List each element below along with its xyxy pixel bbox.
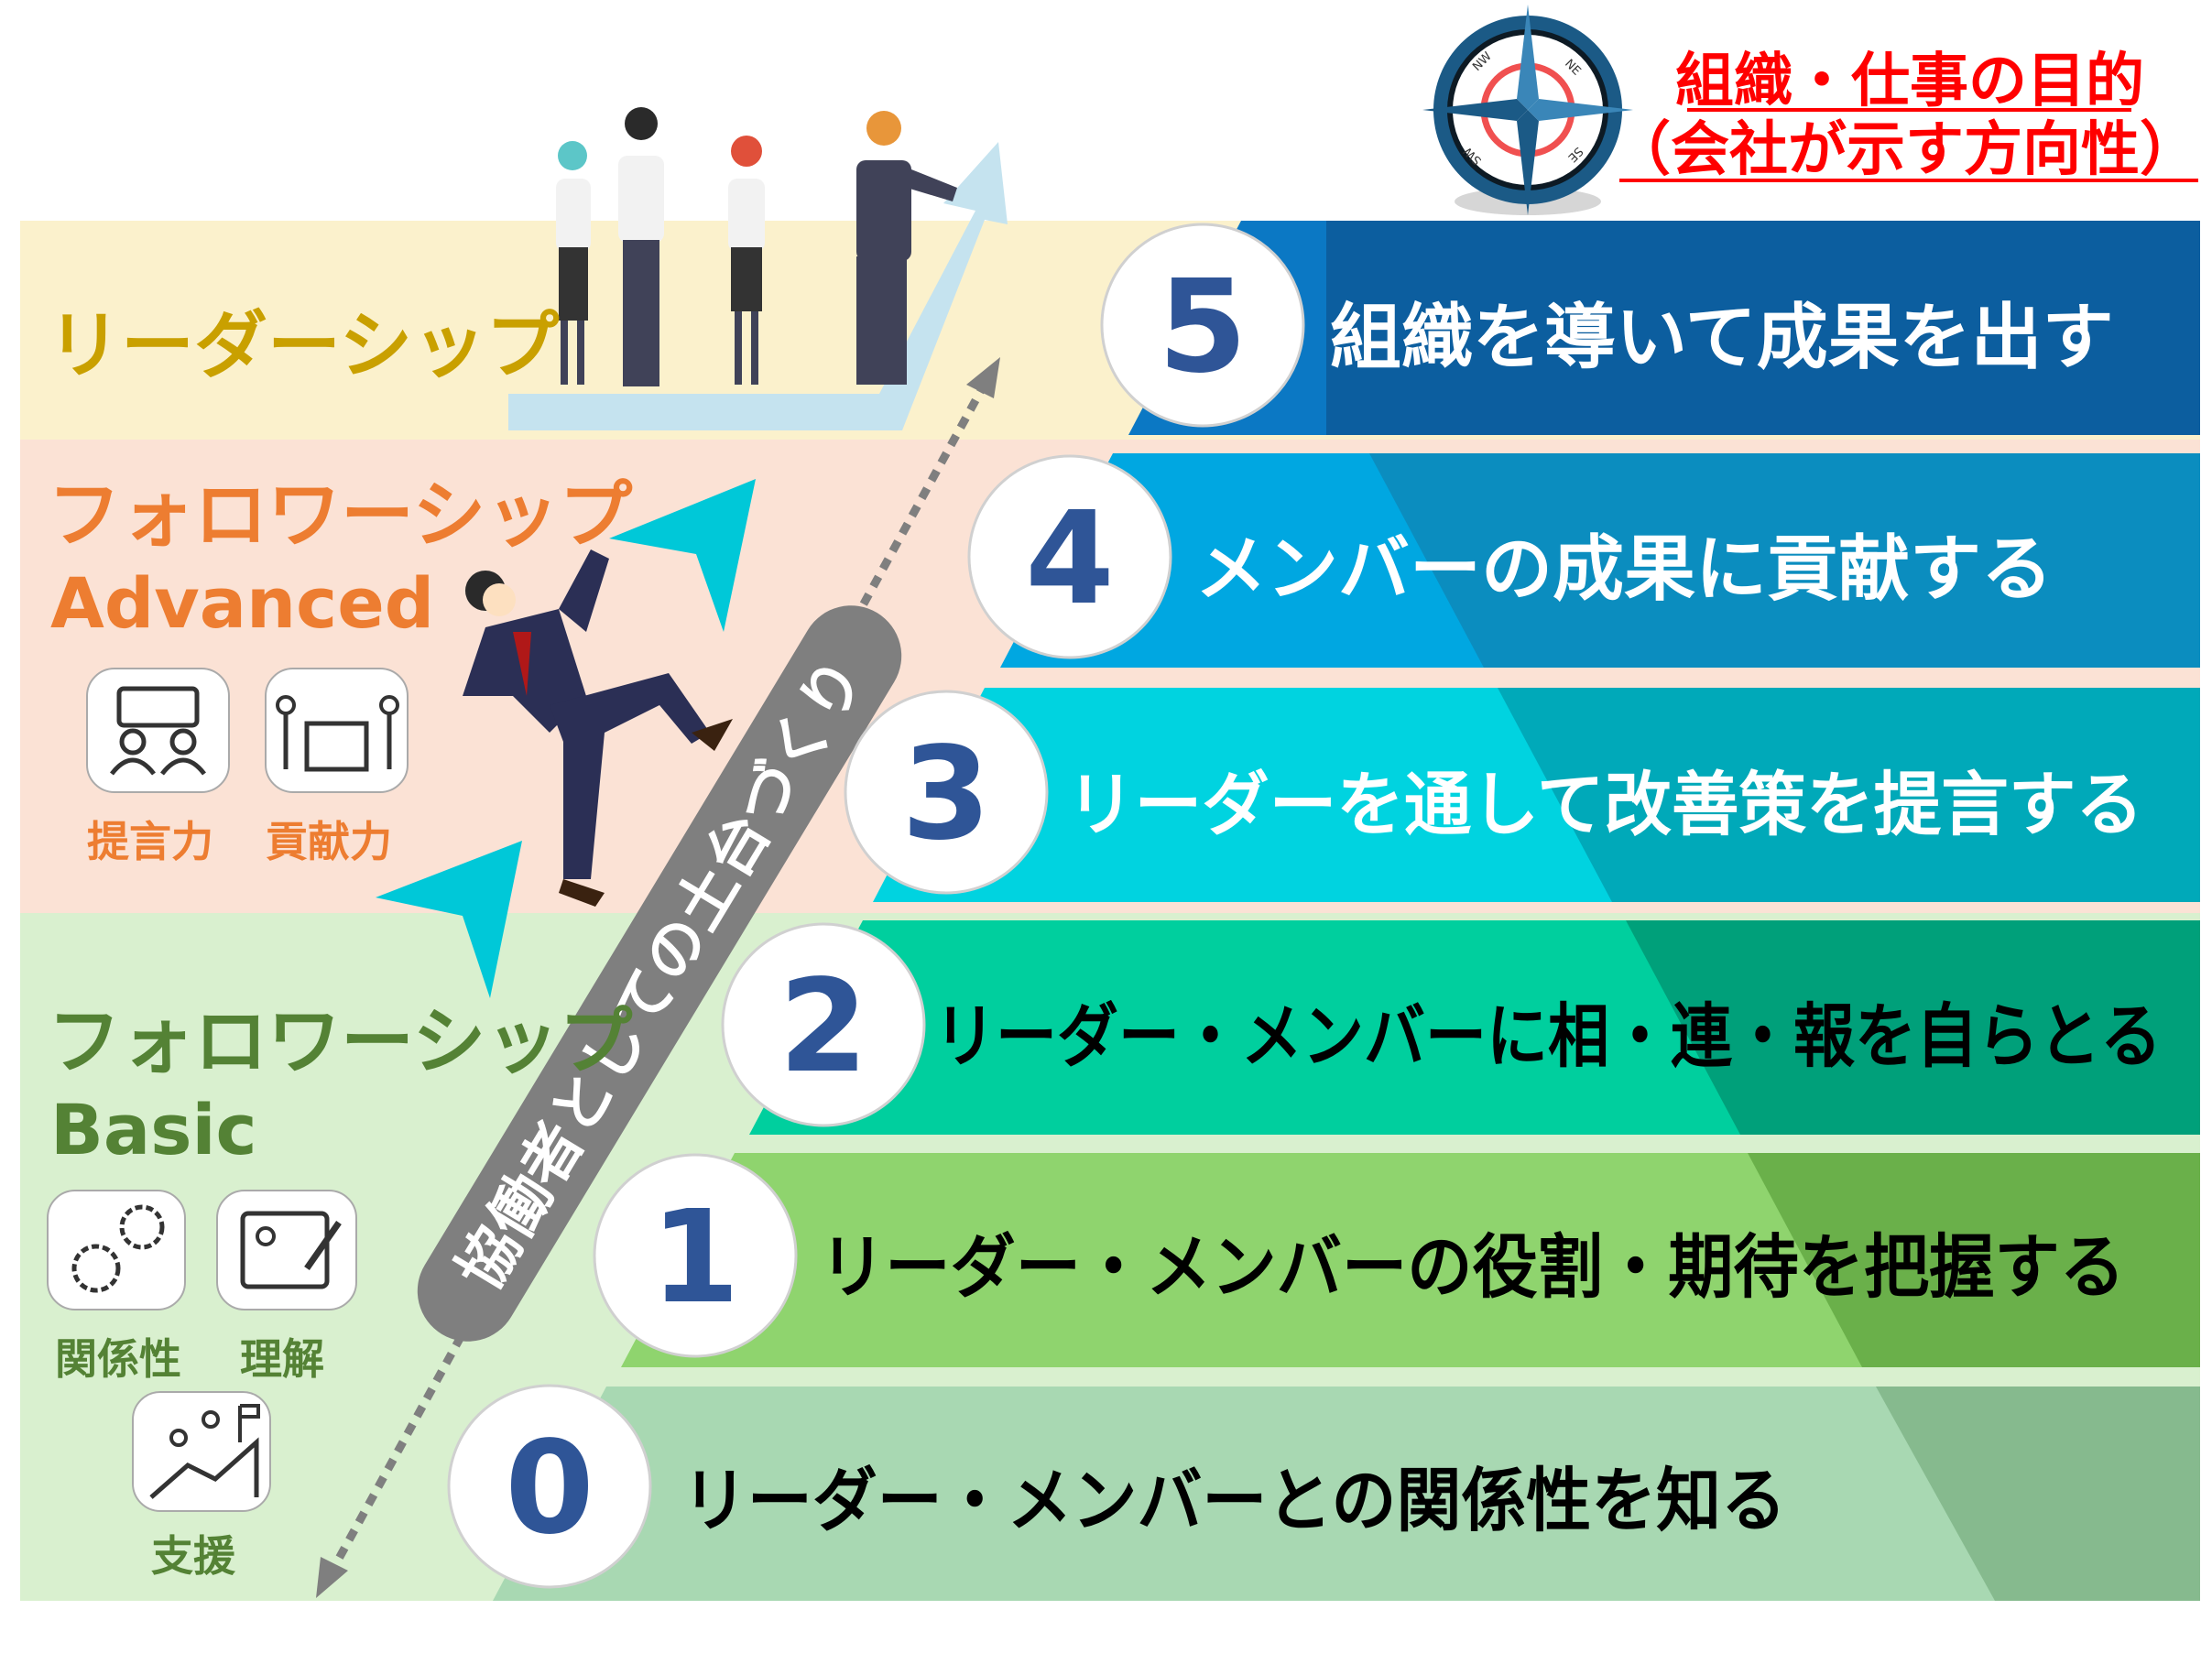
step-text: メンバーの成果に貢献する [1195,528,2053,611]
basic-title: フォロワーシップ [48,999,632,1084]
step-band-2 [749,920,2200,1135]
advanced-subtitle: Advanced [50,562,434,644]
compass-icon: NW NE SW SE [1422,5,1633,215]
proposal-icon [86,668,230,793]
step-band-5 [1128,221,2200,435]
understanding-icon [216,1190,357,1310]
skill-label-relationship: 関係性 [55,1334,181,1384]
skill-label-understanding: 理解 [240,1334,324,1384]
relationship-gears-icon [47,1190,186,1310]
step-4: 4 メンバーの成果に貢献する [967,454,2053,659]
progression-arrow [316,357,1000,1598]
purpose-heading-line2: （会社が示す方向性） [1612,116,2198,184]
leaders-group-illustration [556,107,957,386]
skill-label-proposal: 提言力 [87,817,213,866]
climbing-businessman-illustration [463,549,733,907]
step-number: 0 [505,1414,594,1563]
step-5: 5 組織を導いて成果を出す [1100,223,2114,428]
support-climbing-icon [132,1391,271,1512]
advanced-title: フォロワーシップ [48,473,632,558]
step-text: リーダー・メンバーに相・連・報を自らとる [934,995,2162,1077]
step-1: 1 リーダー・メンバーの役割・期待を把握する [593,1153,2125,1358]
step-band-4 [1000,453,2200,668]
leadership-title: リーダーシップ [48,303,559,388]
step-text: リーダーを通して改善策を提言する [1067,764,2143,845]
step-0: 0 リーダー・メンバーとの関係性を知る [447,1384,1786,1589]
skill-label-contribution: 貢献力 [266,817,392,866]
step-band-0 [493,1387,2200,1601]
paper-plane-icon [609,479,756,632]
step-3: 3 リーダーを通して改善策を提言する [844,690,2143,895]
skill-label-support: 支援 [151,1531,236,1581]
step-text: 組織を導いて成果を出す [1330,297,2114,379]
paper-plane-icon [376,841,522,998]
growth-arrow-icon [508,142,1008,430]
step-band-3 [873,688,2200,902]
step-text: リーダー・メンバーの役割・期待を把握する [820,1226,2125,1308]
basic-subtitle: Basic [50,1089,257,1170]
step-number: 4 [1025,484,1114,634]
step-number: 2 [779,952,867,1102]
step-number: 1 [650,1183,739,1332]
step-band-1 [621,1153,2200,1367]
purpose-heading-line1: 組織・仕事の目的 [1675,48,2144,115]
contribution-icon [265,668,409,793]
step-number: 5 [1158,253,1247,402]
step-text: リーダー・メンバーとの関係性を知る [682,1460,1786,1541]
step-number: 3 [901,720,990,869]
step-2: 2 リーダー・メンバーに相・連・報を自らとる [721,922,2162,1127]
